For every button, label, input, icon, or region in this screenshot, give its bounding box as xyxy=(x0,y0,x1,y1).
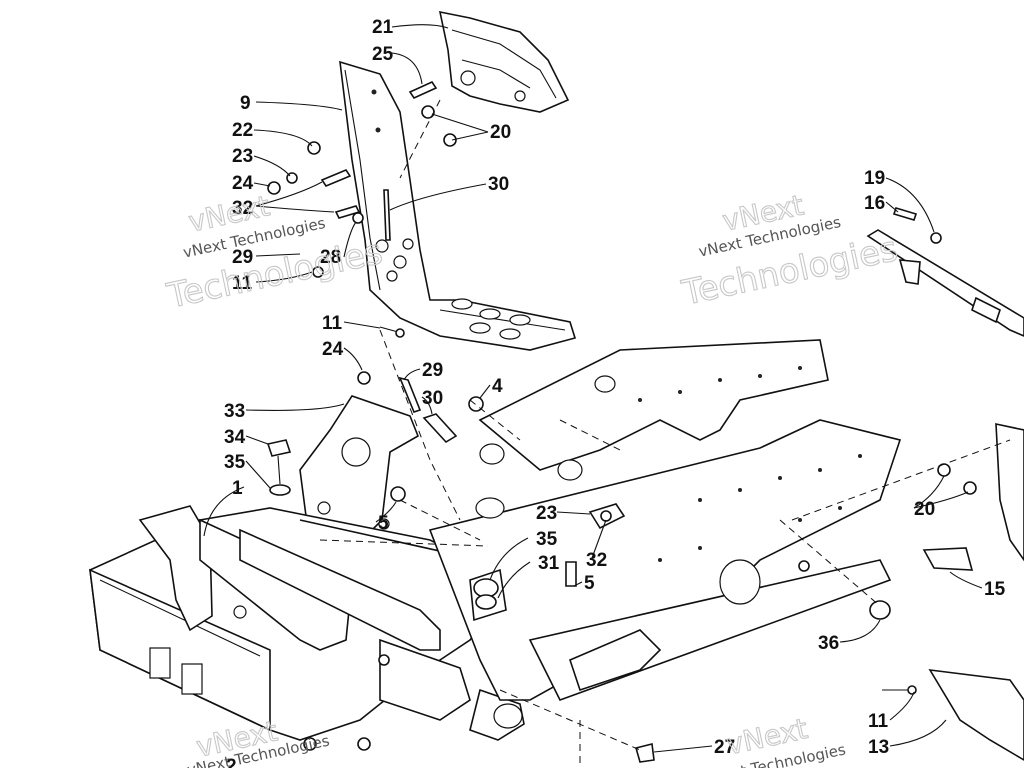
callout-29-mid: 29 xyxy=(422,360,443,381)
callout-16: 16 xyxy=(864,193,885,214)
callout-11-low: 11 xyxy=(868,711,889,732)
callout-2: 2 xyxy=(226,756,237,768)
callout-1: 1 xyxy=(232,478,243,499)
tunnel-panel-part xyxy=(428,339,902,701)
callout-11: 11 xyxy=(232,273,253,294)
callout-22: 22 xyxy=(232,120,253,141)
callout-28: 28 xyxy=(320,247,341,268)
right-side-parts xyxy=(869,422,1024,761)
mount-bracket-part xyxy=(266,371,420,533)
callout-19: 19 xyxy=(864,168,885,189)
callout-27: 27 xyxy=(714,737,735,758)
callout-30-mid: 30 xyxy=(422,388,443,409)
lower-fasteners xyxy=(303,561,655,763)
upper-fasteners xyxy=(267,80,457,338)
callout-20: 20 xyxy=(490,122,511,143)
steering-support-part xyxy=(339,60,577,351)
callout-4: 4 xyxy=(492,376,503,397)
callout-29: 29 xyxy=(232,247,253,268)
callout-23-low: 23 xyxy=(536,503,557,524)
upper-shroud-part xyxy=(438,10,570,113)
callout-23: 23 xyxy=(232,146,253,167)
callout-33: 33 xyxy=(224,401,245,422)
main-chassis-part xyxy=(89,505,525,741)
callout-35-low: 35 xyxy=(536,529,558,550)
pin-and-spring-parts xyxy=(390,376,484,502)
callout-5: 5 xyxy=(378,513,389,534)
assembly-dash-lines xyxy=(319,99,1011,768)
callout-5-low: 5 xyxy=(584,573,595,594)
callout-21: 21 xyxy=(372,17,394,38)
callout-13: 13 xyxy=(868,737,889,758)
steering-post-part xyxy=(866,207,1024,337)
callout-32-low: 32 xyxy=(586,550,607,571)
callout-32: 32 xyxy=(232,198,253,219)
callout-36: 36 xyxy=(818,633,839,654)
callout-24-mid: 24 xyxy=(322,339,344,360)
leader-lines xyxy=(203,24,983,753)
callout-20-right: 20 xyxy=(914,499,935,520)
callout-25: 25 xyxy=(372,44,394,65)
callout-15: 15 xyxy=(984,579,1006,600)
callout-11-mid: 11 xyxy=(322,313,343,334)
parts-artwork xyxy=(89,10,1024,768)
callout-30: 30 xyxy=(488,174,509,195)
callout-31: 31 xyxy=(538,553,560,574)
callout-24: 24 xyxy=(232,173,254,194)
callout-9: 9 xyxy=(240,93,251,114)
callout-labels: 21 25 9 22 20 23 24 30 32 29 28 11 19 16… xyxy=(224,17,1006,768)
callout-35: 35 xyxy=(224,452,246,473)
callout-34: 34 xyxy=(224,427,246,448)
